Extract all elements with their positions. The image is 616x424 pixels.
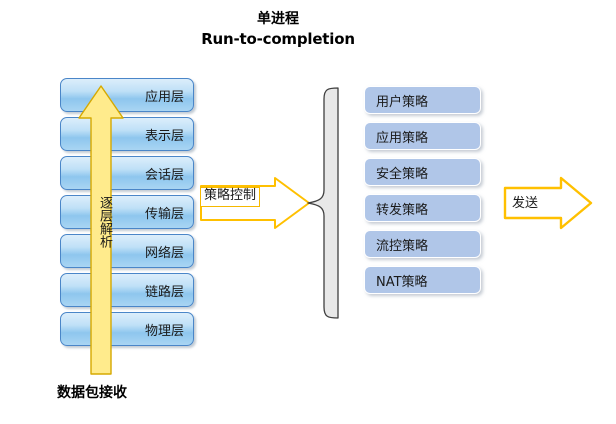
diagram-title: 单进程 Run-to-completion [158, 10, 398, 49]
osi-layer-box[interactable]: 传输层 [60, 195, 194, 229]
osi-layer-label: 网络层 [144, 245, 184, 261]
policy-item[interactable]: NAT策略 [364, 266, 481, 294]
send-arrow: 发送 [503, 175, 593, 231]
policy-item[interactable]: 转发策略 [364, 194, 481, 222]
policy-item-label: 安全策略 [376, 166, 429, 182]
policy-item[interactable]: 安全策略 [364, 158, 481, 186]
title-line-en: Run-to-completion [201, 29, 355, 48]
osi-layer-box[interactable]: 应用层 [60, 78, 194, 112]
osi-layer-stack: 应用层 表示层 会话层 传输层 网络层 链路层 物理层 [60, 78, 196, 350]
osi-layer-box[interactable]: 链路层 [60, 273, 194, 307]
title-line-cn: 单进程 [257, 11, 299, 27]
brace [306, 86, 340, 320]
policy-item-label: 用户策略 [376, 94, 429, 110]
osi-layer-box[interactable]: 会话层 [60, 156, 194, 190]
up-arrow-icon [78, 85, 124, 375]
policy-item[interactable]: 流控策略 [364, 230, 481, 258]
osi-layer-box[interactable]: 物理层 [60, 312, 194, 346]
osi-layer-box[interactable]: 网络层 [60, 234, 194, 268]
osi-layer-label: 表示层 [144, 128, 184, 144]
right-arrow-icon [503, 176, 593, 230]
layer-parse-arrow: 逐层解析 [77, 84, 125, 376]
layer-parse-arrow-label: 逐层解析 [97, 196, 112, 248]
policy-item-label: 转发策略 [376, 202, 429, 218]
osi-layer-label: 会话层 [144, 167, 184, 183]
policy-list: 用户策略 应用策略 安全策略 转发策略 流控策略 NAT策略 [364, 86, 484, 306]
policy-control-arrow: 策略控制 [199, 176, 311, 230]
osi-layer-label: 物理层 [144, 323, 184, 339]
osi-layer-label: 应用层 [144, 89, 184, 105]
policy-item-label: 应用策略 [376, 130, 429, 146]
left-curly-brace-icon [307, 87, 339, 319]
send-arrow-label: 发送 [512, 196, 539, 211]
osi-layer-box[interactable]: 表示层 [60, 117, 194, 151]
policy-item-label: 流控策略 [376, 238, 429, 254]
policy-item-label: NAT策略 [376, 274, 428, 290]
packet-receive-caption: 数据包接收 [57, 385, 127, 401]
osi-layer-label: 传输层 [144, 206, 184, 222]
osi-layer-label: 链路层 [144, 284, 184, 300]
policy-control-arrow-label: 策略控制 [200, 187, 261, 207]
policy-item[interactable]: 应用策略 [364, 122, 481, 150]
policy-item[interactable]: 用户策略 [364, 86, 481, 114]
